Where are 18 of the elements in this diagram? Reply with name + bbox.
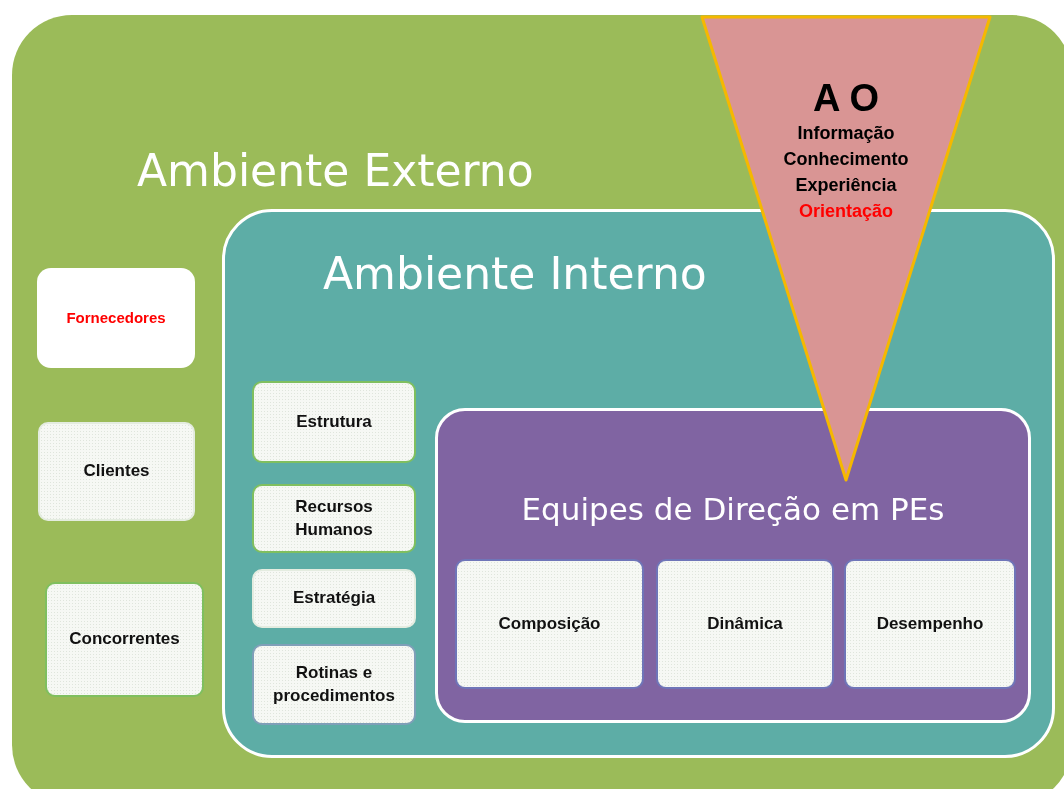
label-card: Rotinas e procedimentos	[252, 644, 416, 725]
region-title: Ambiente Interno	[323, 248, 707, 299]
region-title: Equipes de Direção em PEs	[520, 491, 946, 527]
label-card: Estrutura	[252, 381, 416, 463]
funnel-text: Informação Conhecimento Experiência	[782, 122, 910, 197]
region-box	[435, 408, 1031, 723]
label-card: Composição	[455, 559, 644, 689]
label-card: Estratégia	[252, 569, 416, 628]
label-card: Fornecedores	[37, 268, 195, 368]
label-card: Clientes	[38, 422, 195, 521]
region-box	[12, 15, 1064, 789]
funnel-text: Orientação	[799, 200, 893, 223]
label-card: Concorrentes	[45, 582, 204, 697]
label-card: Recursos Humanos	[252, 484, 416, 553]
label-card: Dinâmica	[656, 559, 834, 689]
funnel-heading: A O	[812, 76, 880, 120]
region-title: Ambiente Externo	[137, 145, 534, 196]
label-card: Desempenho	[844, 559, 1016, 689]
